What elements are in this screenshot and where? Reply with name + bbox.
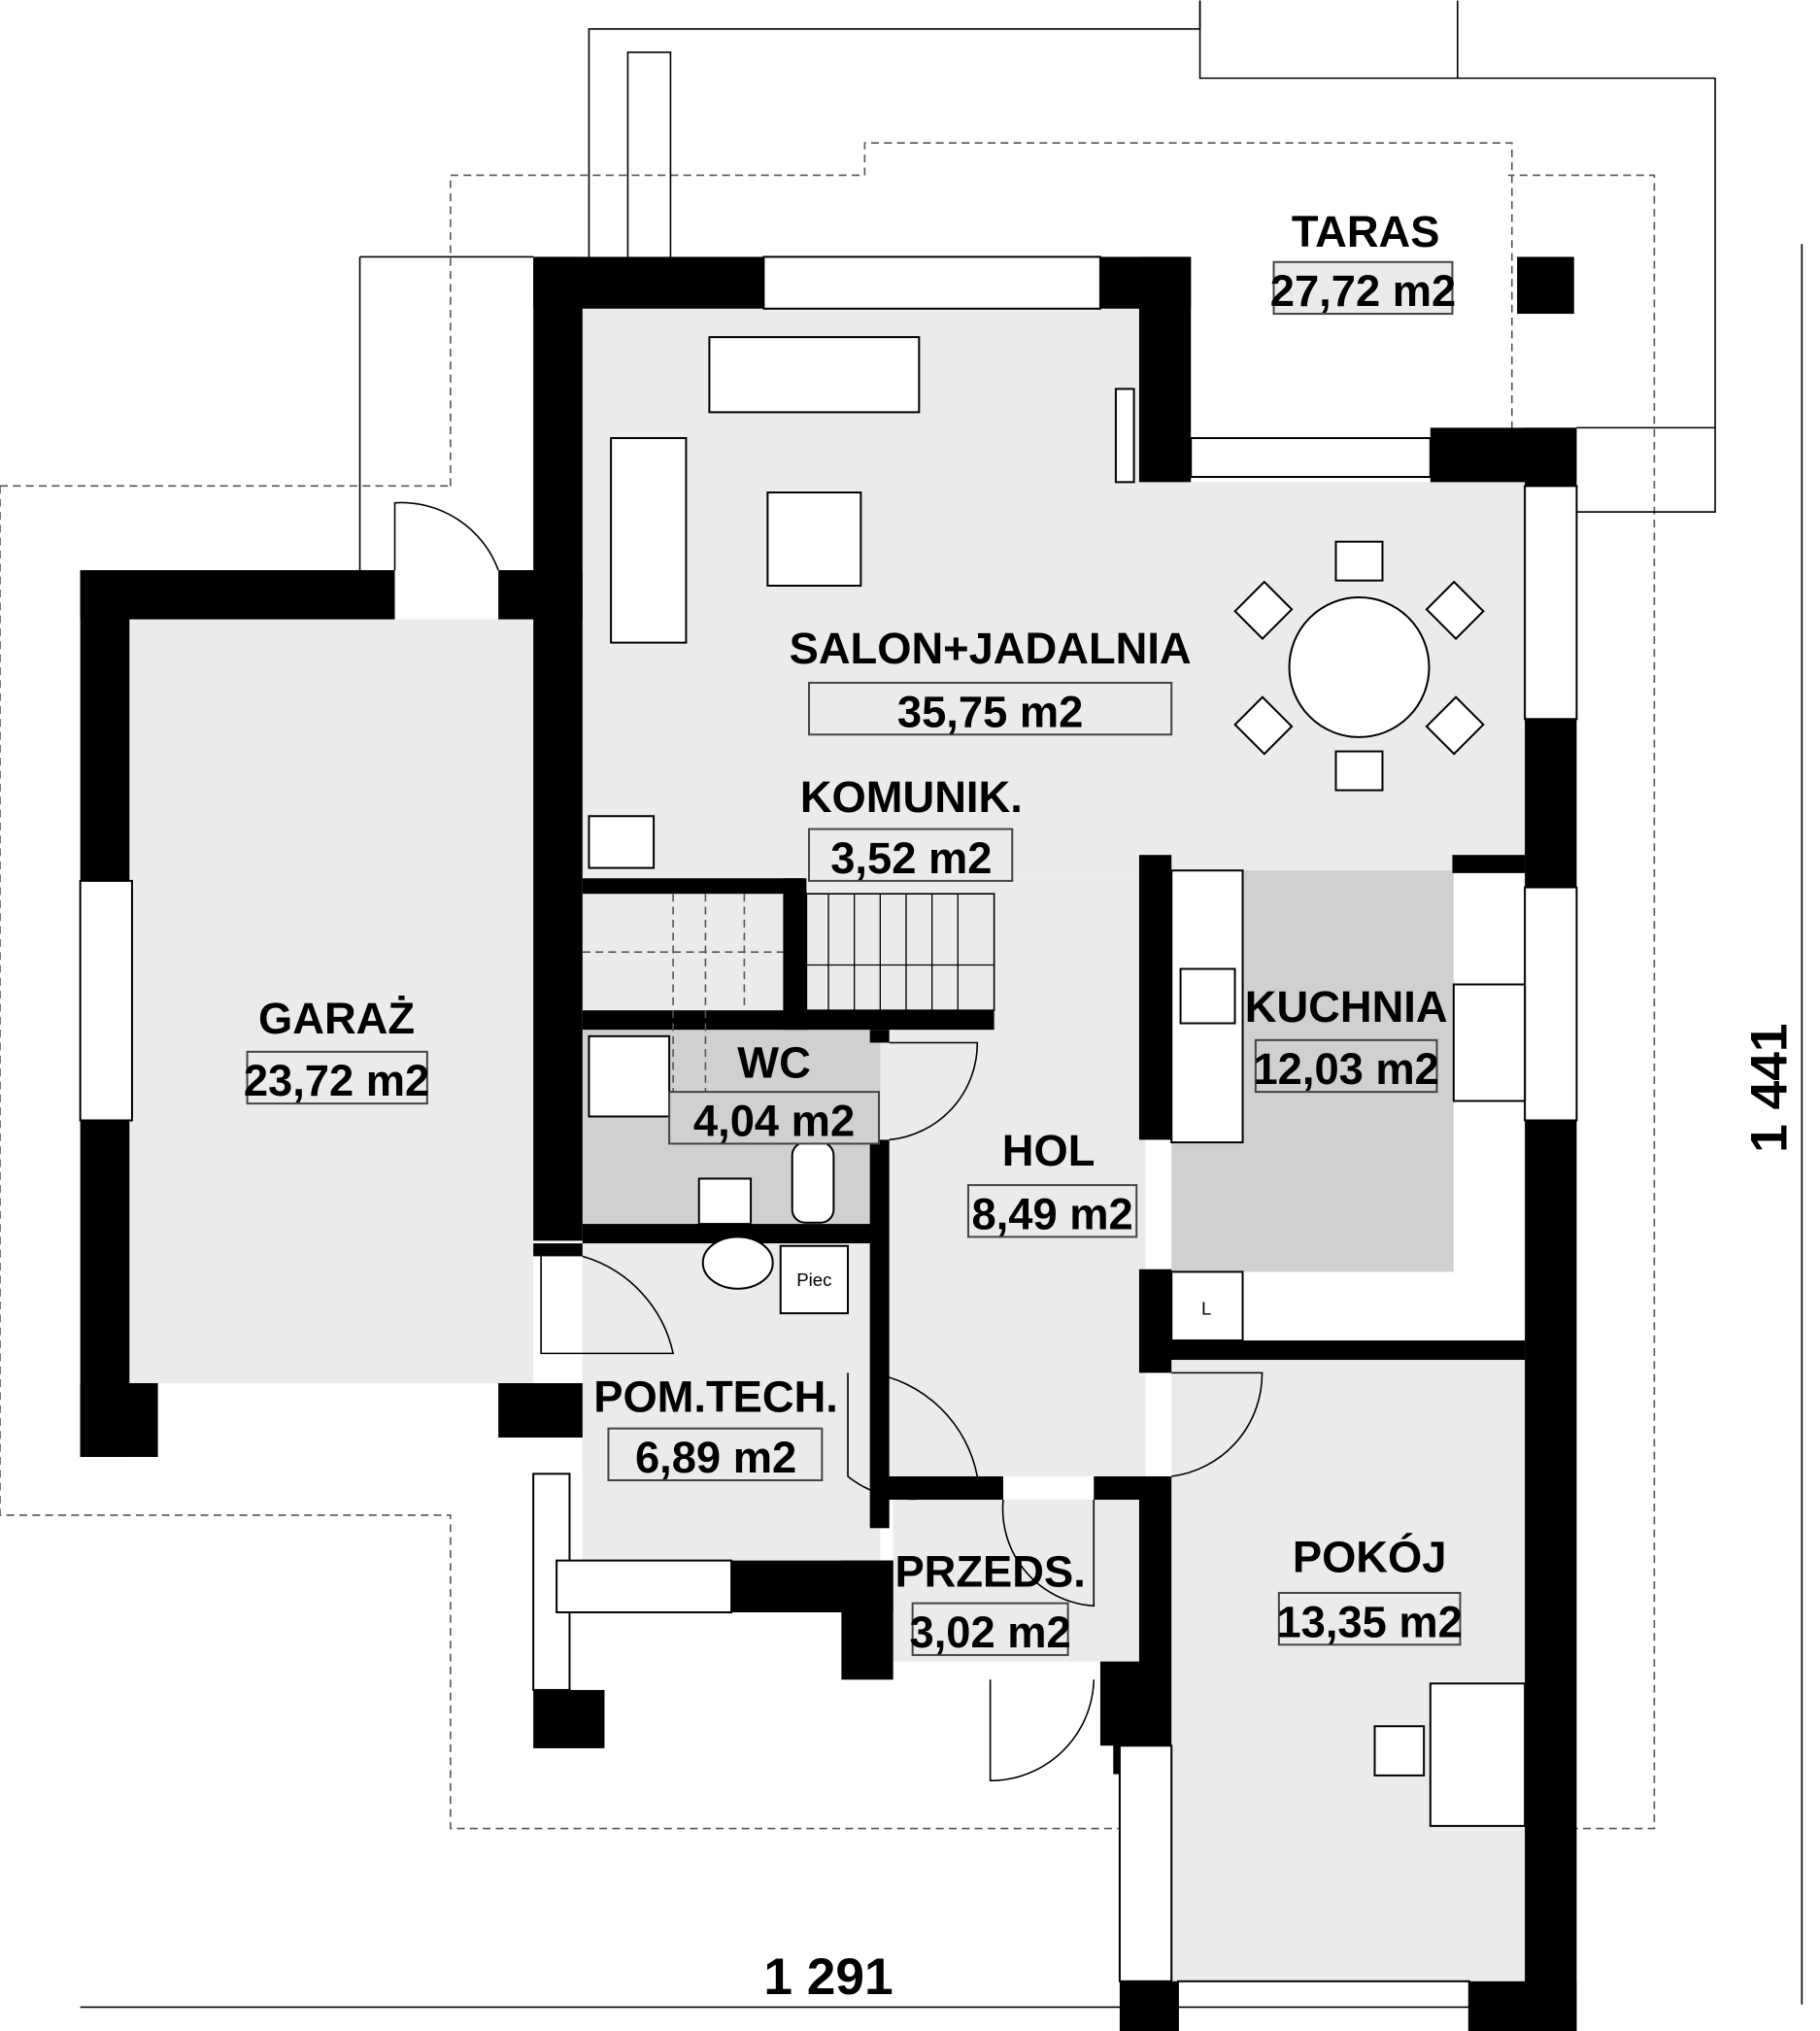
room-pokoj: POKÓJ 13,35 m2 [1276,1532,1462,1647]
wc-sink [697,1177,753,1226]
dimension-width: 1 291 [80,1948,1577,2009]
svg-text:23,72 m2: 23,72 m2 [244,1056,429,1105]
sofa-2 [610,437,688,644]
svg-text:SALON+JADALNIA: SALON+JADALNIA [790,624,1192,673]
room-wc: WC 4,04 m2 [668,1037,881,1145]
svg-text:POKÓJ: POKÓJ [1293,1532,1447,1582]
room-przeds: PRZEDS. 3,02 m2 [894,1546,1085,1657]
svg-text:1 291: 1 291 [763,1948,893,2006]
sofa [708,336,921,414]
svg-text:GARAŻ: GARAŻ [258,994,415,1043]
tech-sink [701,1236,774,1290]
svg-text:13,35 m2: 13,35 m2 [1276,1597,1462,1646]
furniture: L Piec [588,336,1527,1827]
coffee-table [766,491,862,587]
svg-text:3,52 m2: 3,52 m2 [830,833,992,883]
fridge-label: L [1201,1298,1211,1318]
svg-text:4,04 m2: 4,04 m2 [693,1096,855,1145]
room-taras: TARAS 27,72 m2 [1270,207,1456,316]
room-labels: TARAS 27,72 m2 SALON+JADALNIA 35,75 m2 K… [244,207,1463,1657]
stove [1179,967,1236,1025]
terrace-column [1517,256,1574,315]
svg-text:1 441: 1 441 [1740,1023,1798,1152]
fridge [1170,1270,1244,1342]
svg-text:35,75 m2: 35,75 m2 [897,687,1083,736]
svg-text:TARAS: TARAS [1292,207,1440,256]
room-pomtech: POM.TECH. 6,89 m2 [593,1371,838,1482]
svg-text:KUCHNIA: KUCHNIA [1245,982,1448,1032]
boiler [588,815,656,869]
shower [588,1034,671,1118]
svg-text:8,49 m2: 8,49 m2 [972,1189,1133,1238]
furnace [779,1244,850,1315]
dining-table [1288,595,1431,738]
sink-counter [1452,983,1527,1102]
dimension-height: 1 441 [1740,244,1803,2005]
svg-text:HOL: HOL [1002,1126,1095,1175]
svg-text:KOMUNIK.: KOMUNIK. [800,772,1023,822]
stairs [582,893,995,1140]
toilet [791,1141,835,1224]
svg-text:POM.TECH.: POM.TECH. [593,1371,838,1421]
room-garaz: GARAŻ 23,72 m2 [244,994,429,1105]
svg-text:6,89 m2: 6,89 m2 [635,1433,796,1482]
room-kuchnia: KUCHNIA 12,03 m2 [1245,982,1448,1094]
walls [80,256,1577,2031]
svg-text:3,02 m2: 3,02 m2 [910,1608,1071,1657]
room-hol: HOL 8,49 m2 [966,1126,1138,1238]
roof-outline [0,142,1656,1830]
svg-text:12,03 m2: 12,03 m2 [1253,1044,1438,1094]
room-komunik: KOMUNIK. 3,52 m2 [800,772,1023,883]
svg-text:PRZEDS.: PRZEDS. [894,1546,1085,1596]
terrace-outline [358,0,1716,570]
svg-text:WC: WC [737,1037,810,1087]
chair [1373,1725,1426,1777]
svg-text:27,72 m2: 27,72 m2 [1270,266,1456,316]
tv [1114,388,1135,484]
windows [79,255,1578,2031]
doors [393,501,1264,1782]
room-salon: SALON+JADALNIA 35,75 m2 [790,624,1192,736]
furnace-label: Piec [796,1269,831,1290]
desk [1429,1682,1527,1827]
